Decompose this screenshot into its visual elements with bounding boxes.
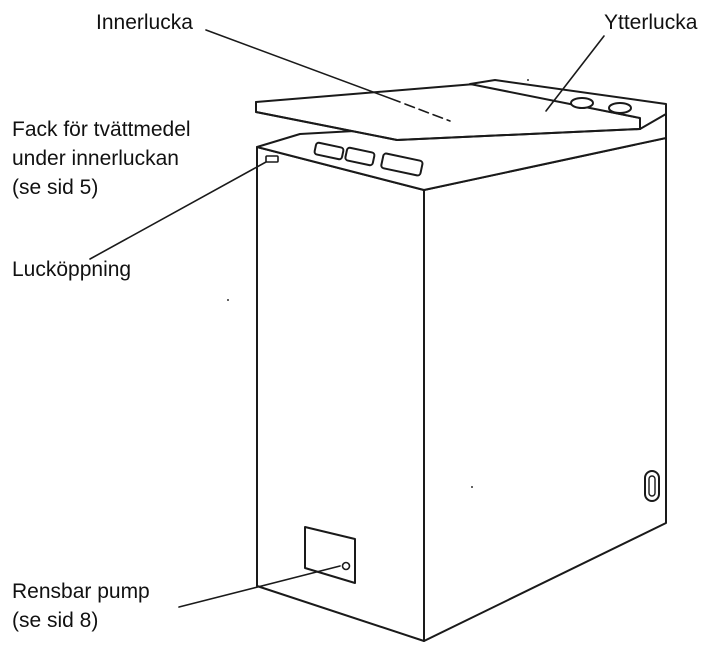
outer-lid (469, 79, 667, 130)
side-handle-slot-inner (648, 475, 656, 497)
detergent-tray-label: Fack för tvättmedel under innerluckan (s… (12, 115, 191, 202)
lid-opening-slot (265, 155, 279, 163)
outer-lid-knob-2 (608, 102, 632, 114)
leader-inner-lid (205, 29, 401, 103)
lid-opening-label: Lucköppning (12, 258, 132, 281)
pump-cover (304, 526, 356, 584)
cleanable-pump-label-line-1: Rensbar pump (12, 580, 150, 603)
detergent-compartment-3 (380, 152, 424, 177)
inner-lid-front-edge (255, 101, 641, 141)
leader-outer-lid (545, 35, 605, 112)
leader-lid-opening (89, 161, 267, 260)
speckle (527, 79, 529, 81)
detergent-tray-label-line-2: under innerluckan (12, 147, 179, 170)
outer-lid-knob-1 (570, 97, 594, 109)
detergent-compartment-1 (313, 141, 345, 161)
leader-pump (178, 565, 341, 608)
cleanable-pump-label: Rensbar pump (se sid 8) (12, 577, 150, 635)
detergent-compartment-2 (344, 146, 376, 167)
inner-lid-label: Innerlucka (96, 11, 193, 34)
leader-inner-lid-dashed (404, 103, 451, 122)
cleanable-pump-label-line-2: (se sid 8) (12, 609, 99, 632)
outer-lid-label: Ytterlucka (604, 11, 698, 34)
pump-cover-screw (341, 561, 351, 571)
detergent-tray-label-line-1: Fack för tvättmedel (12, 118, 191, 141)
speckle (471, 486, 473, 488)
detergent-tray-label-line-3: (se sid 5) (12, 176, 99, 199)
speckle (227, 299, 229, 301)
cabinet-side-panel (423, 137, 667, 642)
